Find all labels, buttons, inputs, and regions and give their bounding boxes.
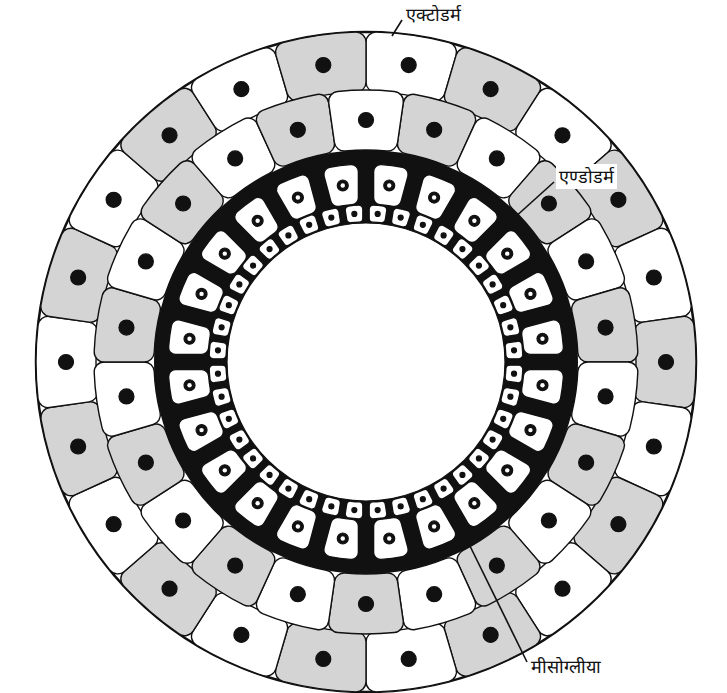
endoderm-cell bbox=[522, 320, 564, 355]
endoderm-cell bbox=[235, 482, 279, 527]
endoderm-cell bbox=[486, 231, 531, 275]
ectoderm-cell bbox=[634, 316, 696, 407]
part-label: एक्टोडर्म bbox=[403, 2, 464, 27]
endoderm-cell bbox=[501, 318, 520, 337]
endoderm-cell bbox=[299, 489, 319, 509]
endoderm-cell bbox=[413, 215, 433, 235]
endoderm-cell bbox=[212, 388, 231, 407]
endoderm-cell bbox=[201, 231, 246, 275]
ectoderm-cell bbox=[329, 90, 404, 151]
ectoderm-cell bbox=[36, 316, 98, 407]
endoderm-cell bbox=[486, 450, 531, 494]
endoderm-cell bbox=[509, 272, 554, 312]
part-label: एण्डोडर्म bbox=[556, 164, 617, 189]
endoderm-cell bbox=[369, 205, 387, 223]
endoderm-cell bbox=[392, 208, 411, 227]
endoderm-cell bbox=[219, 295, 239, 315]
part-label: मीसोग्लीया bbox=[528, 654, 604, 679]
mesoglea-layer bbox=[154, 150, 578, 574]
endoderm-cell bbox=[392, 497, 411, 516]
ectoderm-cell bbox=[329, 573, 404, 634]
gut-cavity bbox=[227, 223, 505, 501]
endoderm-cell bbox=[413, 489, 433, 509]
endoderm-cell bbox=[276, 175, 316, 220]
endoderm-cell bbox=[201, 450, 246, 494]
endoderm-cell bbox=[219, 409, 239, 429]
endoderm-cell bbox=[322, 497, 341, 516]
endoderm-cell bbox=[522, 370, 564, 405]
endoderm-cell bbox=[369, 501, 387, 519]
endoderm-cell bbox=[493, 409, 513, 429]
endoderm-cell bbox=[324, 518, 359, 560]
ectoderm-cell bbox=[94, 362, 160, 436]
leader-line bbox=[493, 182, 554, 237]
endoderm-cell bbox=[505, 365, 523, 383]
endoderm-cell bbox=[324, 165, 359, 207]
endoderm-cell bbox=[374, 518, 409, 560]
endoderm-cell bbox=[454, 197, 498, 242]
endoderm-cell bbox=[209, 341, 227, 359]
endoderm-cell bbox=[345, 501, 363, 519]
endoderm-cell bbox=[169, 320, 211, 355]
endoderm-cell bbox=[505, 341, 523, 359]
ectoderm-cell bbox=[572, 288, 638, 362]
endoderm-cell bbox=[374, 165, 409, 207]
endoderm-cell bbox=[345, 205, 363, 223]
leader-line bbox=[468, 542, 527, 662]
endoderm-cell bbox=[212, 318, 231, 337]
endoderm-cell bbox=[501, 388, 520, 407]
ectoderm-layer bbox=[36, 32, 696, 692]
endoderm-cell bbox=[209, 365, 227, 383]
endoderm-cell bbox=[416, 505, 456, 550]
endoderm-cell bbox=[179, 272, 224, 312]
endoderm-cell bbox=[235, 197, 279, 242]
endoderm-cell bbox=[276, 505, 316, 550]
leader-line bbox=[392, 20, 402, 36]
endoderm-cell bbox=[322, 208, 341, 227]
endoderm-cell bbox=[509, 412, 554, 452]
endoderm-cell bbox=[179, 412, 224, 452]
endoderm-cell bbox=[299, 215, 319, 235]
endoderm-cell bbox=[454, 482, 498, 527]
endoderm-cell bbox=[493, 295, 513, 315]
endoderm-cell bbox=[169, 370, 211, 405]
endoderm-cell bbox=[416, 175, 456, 220]
